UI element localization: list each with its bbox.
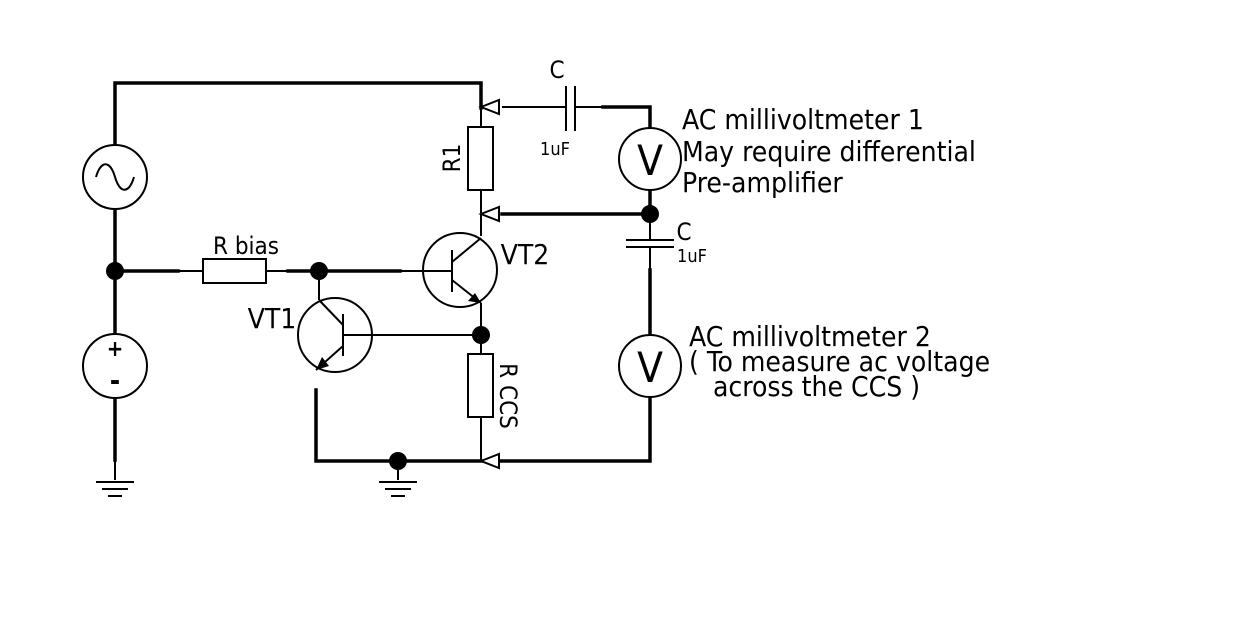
r-bias-label: R bias: [213, 232, 279, 260]
voltmeter-2: V: [618, 334, 682, 398]
ground-symbol-center: [379, 481, 417, 497]
meter-1-note-line-2: May require differential: [682, 135, 976, 168]
dc-source-plus: +: [107, 337, 124, 362]
voltmeter-1: V: [618, 127, 682, 191]
cap-top-name: C: [549, 56, 564, 84]
cap-top-value: 1uF: [540, 139, 570, 160]
resistor-r1: R1: [438, 108, 494, 191]
arrow-tap-icon: [478, 205, 500, 223]
resistor-r-ccs: R CCS: [467, 353, 522, 429]
meter-2-note-line-1: AC millivoltmeter 2: [689, 320, 931, 353]
voltmeter-2-symbol: V: [637, 343, 663, 392]
thin-wires: [114, 106, 651, 480]
meter-1-note-line-1: AC millivoltmeter 1: [682, 103, 924, 136]
arrow-tap-icon: [478, 98, 500, 116]
arrow-tap-icon: [478, 452, 500, 470]
junction-dots: [106, 205, 659, 470]
vt2-label: VT2: [501, 238, 550, 271]
meter-2-note: AC millivoltmeter 2 ( To measure ac volt…: [689, 320, 990, 403]
transistor-vt2: VT2: [400, 232, 550, 308]
dc-voltage-source: + -: [82, 333, 148, 399]
sine-wave-icon: [95, 163, 135, 191]
junction-dot: [472, 326, 490, 344]
transistor-vt1: VT1: [248, 297, 373, 373]
voltmeter-1-symbol: V: [637, 136, 663, 185]
junction-dot: [641, 205, 659, 223]
capacitor-top: C 1uF: [540, 56, 603, 160]
meter-2-note-line-3: across the CCS ): [713, 370, 920, 403]
probe-arrows: [478, 98, 500, 470]
r1-label: R1: [438, 144, 466, 173]
dc-source-minus: -: [110, 364, 120, 397]
r-ccs-label: R CCS: [494, 363, 522, 429]
ground-symbol-left: [96, 481, 134, 497]
ac-signal-source: [82, 144, 148, 210]
capacitor-middle: C 1uF: [626, 218, 707, 267]
resistor-r-bias: R bias: [178, 232, 288, 284]
junction-dot: [389, 452, 407, 470]
vt1-label: VT1: [248, 302, 297, 335]
meter-1-note: AC millivoltmeter 1 May require differen…: [682, 103, 976, 199]
cap-mid-name: C: [676, 218, 691, 246]
junction-dot: [106, 262, 124, 280]
meter-1-note-line-3: Pre-amplifier: [682, 166, 843, 199]
cap-mid-value: 1uF: [677, 246, 707, 267]
meter-2-note-line-2: ( To measure ac voltage: [689, 345, 990, 378]
junction-dot: [310, 262, 328, 280]
